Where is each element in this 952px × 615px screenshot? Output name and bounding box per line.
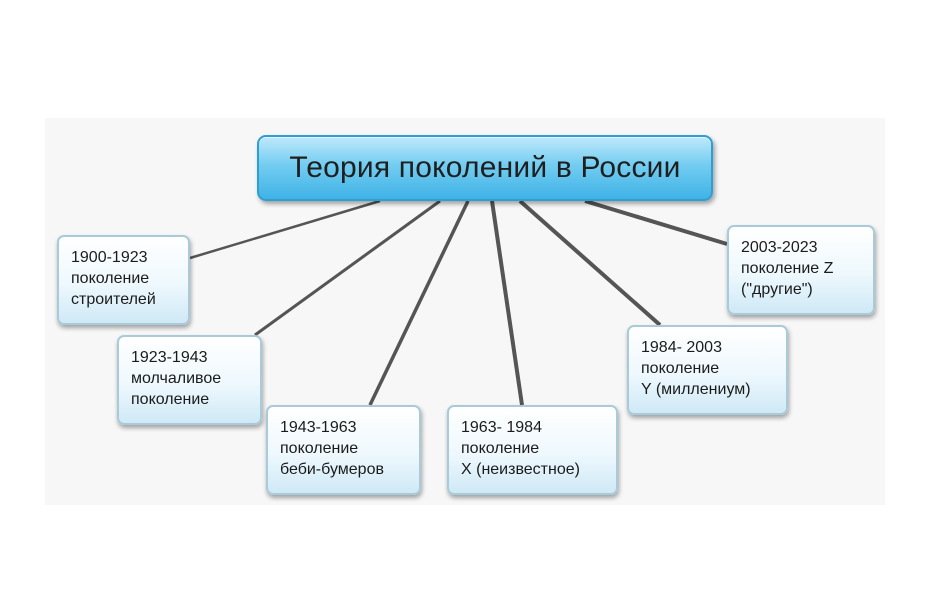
root-node: Теория поколений в России bbox=[257, 135, 713, 201]
connector-1943-1963 bbox=[368, 200, 470, 406]
node-years: 1963- 1984 bbox=[461, 419, 542, 436]
node-1943-1963: 1943-1963 поколение беби-бумеров bbox=[266, 405, 421, 495]
node-line-2: поколение bbox=[71, 270, 150, 287]
node-line-3: Y (миллениум) bbox=[641, 381, 751, 398]
node-1900-1923: 1900-1923 поколение строителей bbox=[57, 235, 190, 325]
node-line-3: строителей bbox=[71, 291, 156, 308]
node-line-3: ("другие") bbox=[741, 281, 813, 298]
connector-2003-2023 bbox=[584, 199, 728, 246]
connector-1923-1943 bbox=[254, 199, 441, 337]
root-title: Теория поколений в России bbox=[289, 151, 681, 184]
connector-1984-2003 bbox=[518, 199, 662, 327]
node-years: 1943-1963 bbox=[280, 419, 357, 436]
node-line-2: поколение bbox=[641, 360, 720, 377]
node-line-3: беби-бумеров bbox=[280, 461, 384, 478]
node-1963-1984: 1963- 1984 поколение X (неизвестное) bbox=[447, 405, 618, 495]
node-line-2: поколение bbox=[461, 440, 540, 457]
node-line-2: поколение Z bbox=[741, 260, 834, 277]
connector-1963-1984 bbox=[490, 200, 524, 406]
node-years: 1923-1943 bbox=[131, 349, 208, 366]
node-line-3: поколение bbox=[131, 391, 210, 408]
connector-1900-1923 bbox=[189, 199, 381, 260]
node-years: 1900-1923 bbox=[71, 249, 148, 266]
node-line-3: X (неизвестное) bbox=[461, 461, 580, 478]
node-years: 1984- 2003 bbox=[641, 339, 722, 356]
node-years: 2003-2023 bbox=[741, 239, 818, 256]
node-2003-2023: 2003-2023 поколение Z ("другие") bbox=[727, 225, 875, 315]
node-1923-1943: 1923-1943 молчаливое поколение bbox=[117, 335, 262, 425]
node-line-2: молчаливое bbox=[131, 370, 222, 387]
node-1984-2003: 1984- 2003 поколение Y (миллениум) bbox=[627, 325, 788, 415]
node-line-2: поколение bbox=[280, 440, 359, 457]
